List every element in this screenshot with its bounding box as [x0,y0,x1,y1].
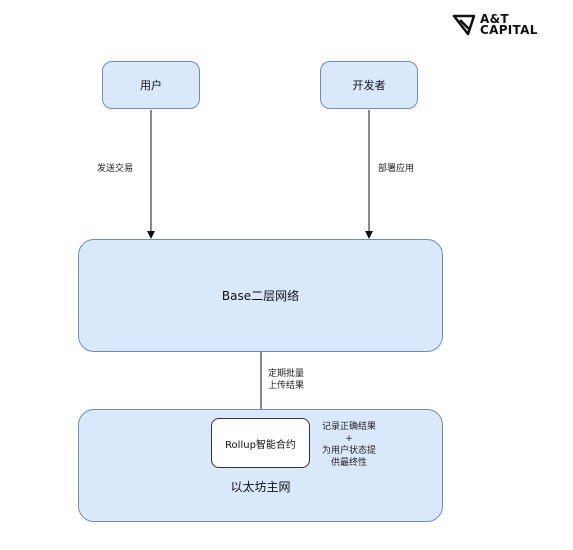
deploy-app-label: 部署应用 [378,164,415,174]
batch-upload-line-1: 定期批量 [268,369,305,379]
rollup-contract-node: Rollup智能合约 [211,418,310,468]
annotation-line-1: 记录正确结果 [321,422,376,432]
developer-node-label: 开发者 [352,79,386,92]
batch-upload-line-2: 上传结果 [268,381,305,391]
batch-upload-label: 定期批量 上传结果 [268,368,304,392]
developer-node: 开发者 [320,61,418,109]
logo-line-1: A&T [480,12,509,26]
rollup-contract-label: Rollup智能合约 [225,439,296,451]
base-layer2-label: Base二层网络 [221,289,300,303]
base-layer2-node: Base二层网络 [78,239,443,352]
logo-wordmark: A&T CAPITAL [480,12,538,37]
at-capital-logo: A&T CAPITAL [452,12,538,37]
finality-annotation: 记录正确结果 + 为用户状态提 供最终性 [311,421,387,469]
user-node: 用户 [102,61,200,109]
user-node-label: 用户 [140,79,162,92]
annotation-line-3: 为用户状态提 [321,446,376,456]
ethereum-mainnet-label: 以太坊主网 [230,480,291,494]
annotation-line-4: 供最终性 [330,458,367,468]
at-capital-logo-icon [452,14,476,36]
send-transaction-label: 发送交易 [97,164,134,174]
annotation-line-2: + [345,434,353,444]
logo-line-2: CAPITAL [480,23,538,37]
